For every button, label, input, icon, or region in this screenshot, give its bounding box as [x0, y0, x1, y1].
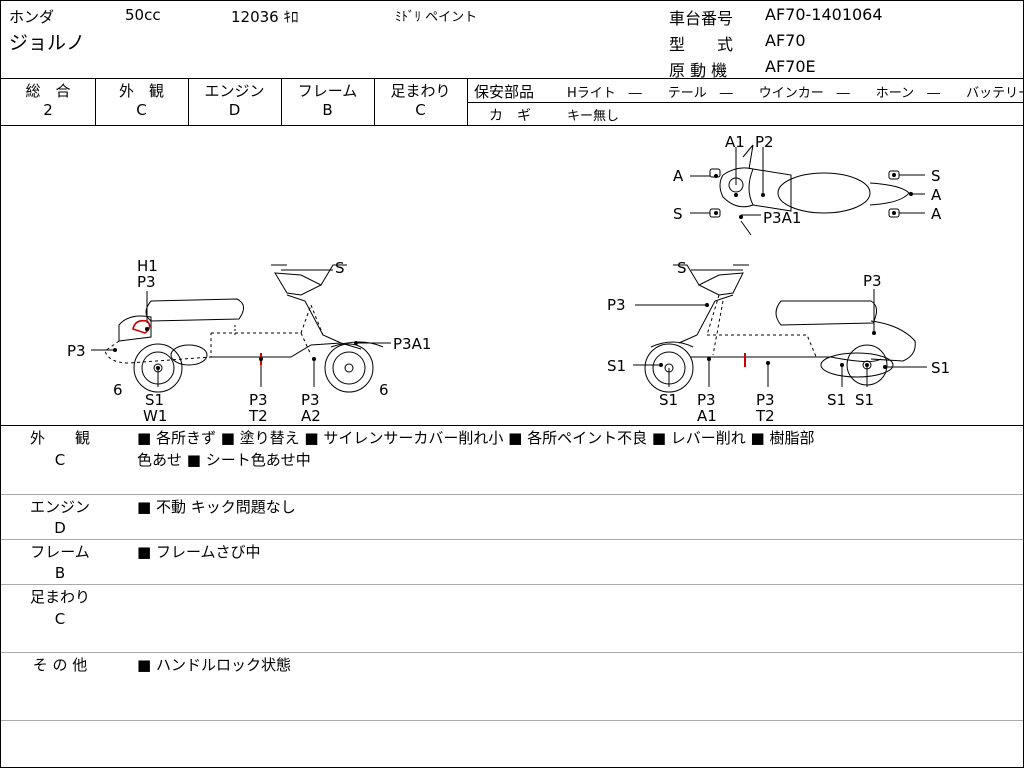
- label-r-s1-b1: S1: [659, 391, 678, 409]
- divider: [374, 78, 375, 125]
- label-r-p3-right: P3: [863, 272, 882, 290]
- label-l-s1: S1: [145, 391, 164, 409]
- safety-items: Hライト ― テール ― ウインカー ― ホーン ― バッテリー △: [567, 86, 1024, 101]
- label-l-s: S: [335, 259, 345, 277]
- type-value: AF70: [765, 31, 806, 50]
- label-r-s: S: [677, 259, 687, 277]
- right-side-scooter: [633, 264, 927, 393]
- remark-category-frame: フレーム: [30, 543, 90, 561]
- remark-category-engine: エンジン: [29, 498, 90, 516]
- label-r-p3-b: P3: [697, 391, 716, 409]
- divider: [1, 584, 1023, 585]
- divider: [1, 652, 1023, 653]
- grade-exterior: C: [136, 101, 147, 119]
- grade-engine: D: [228, 101, 241, 119]
- grade-label-suspension: 足まわり: [390, 82, 451, 100]
- label-top-p2: P2: [755, 133, 774, 151]
- label-r-t2-b: T2: [755, 407, 775, 425]
- divider: [188, 78, 189, 125]
- label-l-a2: A2: [301, 407, 321, 425]
- label-l-h1: H1: [137, 257, 158, 275]
- divider: [95, 78, 96, 125]
- remark-grade-suspension: C: [54, 610, 66, 628]
- label-l-t2: T2: [248, 407, 268, 425]
- label-r-s1-b3: S1: [855, 391, 874, 409]
- divider: [1, 78, 1023, 79]
- remark-grade-exterior: C: [54, 451, 66, 469]
- label-r-a1-b: A1: [697, 407, 717, 425]
- label-l-p3-mid: P3: [249, 391, 268, 409]
- label-l-p3a1: P3A1: [393, 335, 431, 353]
- damage-marks: [113, 173, 913, 370]
- label-l-p3-top: P3: [137, 273, 156, 291]
- grade-label-exterior: 外 観: [118, 82, 164, 100]
- safety-label: 保安部品: [474, 83, 535, 101]
- key-label: カ ギ: [489, 108, 531, 124]
- diagram-labels: A1 P2 A S P3A1 S A A H1 P3 S P3 P3A1 6 6…: [67, 133, 950, 425]
- frame-no-label: 車台番号: [669, 9, 734, 28]
- grade-label-overall: 総 合: [25, 82, 71, 100]
- label-top-a-right1: A: [931, 186, 942, 204]
- label-l-p3-mid2: P3: [301, 391, 320, 409]
- remark-text-frame: ■ フレームさび中: [137, 543, 261, 561]
- frame-no: AF70-1401064: [765, 5, 883, 24]
- damage-diagram: A1 P2 A S P3A1 S A A H1 P3 S P3 P3A1 6 6…: [67, 133, 950, 425]
- top-view-scooter: [690, 144, 925, 236]
- color: ﾐﾄﾞﾘ ペイント: [395, 10, 478, 25]
- divider: [281, 78, 282, 125]
- label-l-6-left: 6: [113, 381, 123, 399]
- label-l-p3-left: P3: [67, 342, 86, 360]
- grade-label-engine: エンジン: [204, 82, 265, 100]
- remark-text-exterior-1: ■ 各所きず ■ 塗り替え ■ サイレンサーカバー削れ小 ■ 各所ペイント不良 …: [137, 429, 815, 447]
- divider: [1, 720, 1023, 721]
- label-r-p3-b2: P3: [756, 391, 775, 409]
- label-top-s-left: S: [673, 205, 683, 223]
- key-value: キー無し: [567, 109, 620, 124]
- label-r-s1-b2: S1: [827, 391, 846, 409]
- label-top-a1: A1: [725, 133, 745, 151]
- label-top-p3a1: P3A1: [763, 209, 801, 227]
- divider: [1, 494, 1023, 495]
- model-name: ジョルノ: [9, 32, 86, 54]
- remark-text-exterior-2: 色あせ ■ シート色あせ中: [137, 451, 311, 469]
- label-top-a-left: A: [673, 167, 684, 185]
- engine-label: 原 動 機: [669, 61, 728, 80]
- mileage: 12036 ｷﾛ: [231, 8, 299, 26]
- divider: [467, 102, 1023, 103]
- label-top-a-right2: A: [931, 205, 942, 223]
- remark-grade-engine: D: [54, 519, 66, 537]
- label-r-p3-left: P3: [607, 296, 626, 314]
- grade-frame: B: [322, 101, 333, 119]
- remark-text-other: ■ ハンドルロック状態: [137, 656, 291, 674]
- divider: [1, 425, 1023, 426]
- divider: [1, 539, 1023, 540]
- label-l-w1: W1: [143, 407, 167, 425]
- divider: [1, 125, 1023, 126]
- remark-text-engine: ■ 不動 キック問題なし: [137, 498, 296, 516]
- displacement: 50cc: [125, 6, 161, 24]
- divider: [467, 78, 468, 125]
- label-l-6-right: 6: [379, 381, 389, 399]
- label-r-s1-left: S1: [607, 357, 626, 375]
- label-r-s1-right: S1: [931, 359, 950, 377]
- label-top-s-right: S: [931, 167, 941, 185]
- left-side-scooter: [91, 264, 391, 393]
- remark-category-exterior: 外 観: [29, 429, 90, 447]
- grade-suspension: C: [415, 101, 426, 119]
- remark-category-other: そ の 他: [32, 656, 88, 674]
- maker: ホンダ: [9, 8, 55, 26]
- remark-grade-frame: B: [54, 564, 66, 582]
- grade-label-frame: フレーム: [297, 82, 358, 100]
- remark-category-suspension: 足まわり: [29, 588, 90, 606]
- engine-value: AF70E: [765, 57, 816, 76]
- grade-overall: 2: [43, 101, 53, 119]
- type-label: 型 式: [669, 35, 734, 54]
